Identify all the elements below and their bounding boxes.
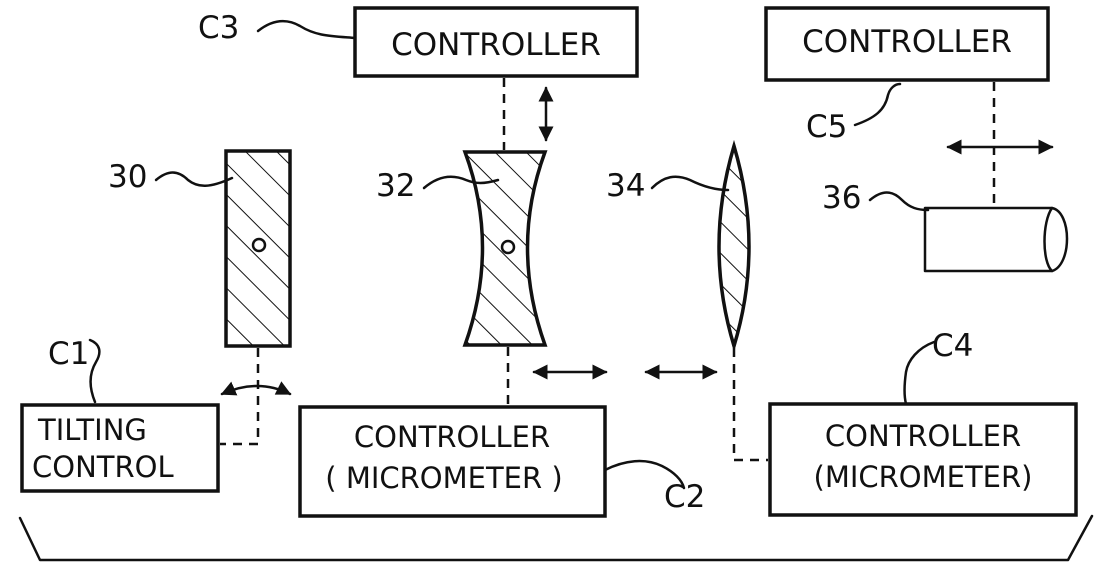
leader-36 (868, 191, 930, 212)
label-34: 34 (606, 168, 645, 204)
controller-c2-line1: CONTROLLER (354, 420, 550, 454)
leader-34 (650, 175, 730, 192)
leader-c3 (256, 19, 357, 40)
label-30: 30 (108, 159, 147, 195)
label-c5: C5 (806, 109, 847, 145)
optical-element-36 (923, 206, 1069, 273)
tilting-control-c1: TILTING CONTROL (20, 403, 220, 493)
arrow-30-tilt (220, 381, 292, 396)
controller-micrometer-c2: CONTROLLER ( MICROMETER ) (298, 405, 607, 518)
optical-element-32 (462, 150, 548, 347)
controller-c4-line2: (MICROMETER) (814, 460, 1033, 494)
leader-32 (422, 175, 500, 190)
tilting-control-line1: TILTING (37, 413, 147, 447)
leader-c1 (88, 338, 101, 404)
controller-c5: CONTROLLER (764, 6, 1050, 82)
controller-c4-line1: CONTROLLER (825, 419, 1021, 453)
leader-c4 (903, 340, 936, 406)
label-c1: C1 (48, 336, 89, 372)
label-32: 32 (376, 168, 415, 204)
label-c2: C2 (664, 479, 705, 515)
optical-element-34 (717, 139, 751, 353)
controller-c5-label: CONTROLLER (802, 24, 1012, 60)
base-bracket (18, 514, 1094, 562)
label-c4: C4 (932, 328, 973, 364)
leader-30 (154, 171, 234, 187)
label-36: 36 (822, 180, 861, 216)
label-c3: C3 (198, 10, 239, 46)
controller-c2-line2: ( MICROMETER ) (325, 461, 562, 495)
tilting-control-line2: CONTROL (32, 450, 174, 484)
controller-micrometer-c4: CONTROLLER (MICROMETER) (768, 402, 1078, 517)
controller-c3: CONTROLLER (353, 6, 639, 78)
controller-c3-label: CONTROLLER (391, 27, 601, 63)
leader-c5 (853, 82, 902, 127)
leader-c2 (603, 459, 686, 490)
optical-element-30 (224, 149, 292, 348)
